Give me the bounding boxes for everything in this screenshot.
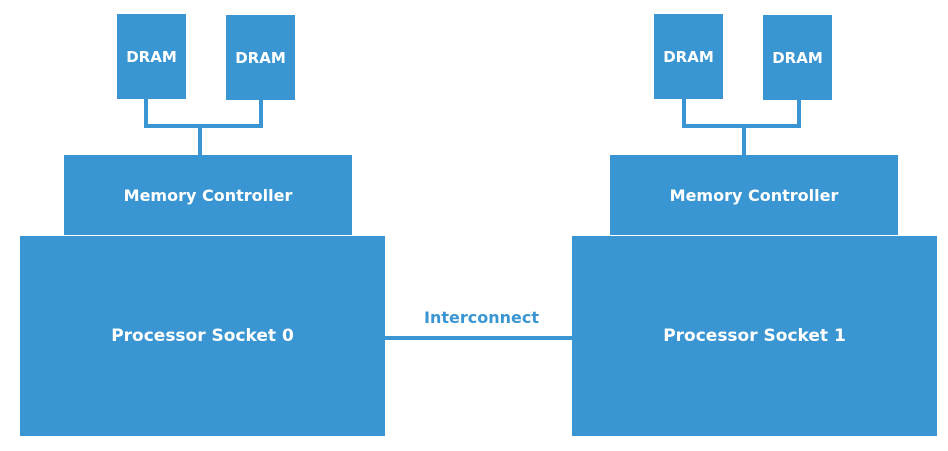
right-processor-socket: Processor Socket 1 (572, 236, 937, 436)
interconnect-label: Interconnect (424, 308, 539, 327)
right-dram-2: DRAM (763, 15, 832, 100)
right-processor-socket-label: Processor Socket 1 (663, 326, 846, 346)
left-dram-bus (144, 124, 263, 128)
left-processor-socket-label: Processor Socket 0 (111, 326, 294, 346)
left-dram-2-connector (259, 100, 263, 127)
left-processor-socket: Processor Socket 0 (20, 236, 385, 436)
right-dram-2-label: DRAM (772, 48, 823, 67)
left-dram-2-label: DRAM (235, 48, 286, 67)
left-dram-2: DRAM (226, 15, 295, 100)
right-dram-bus (682, 124, 801, 128)
right-bus-to-controller (742, 124, 746, 156)
left-dram-1-label: DRAM (126, 47, 177, 66)
right-memory-controller-label: Memory Controller (669, 185, 839, 205)
left-bus-to-controller (198, 124, 202, 156)
right-dram-1-label: DRAM (663, 47, 714, 66)
left-dram-1: DRAM (117, 14, 186, 99)
right-dram-1: DRAM (654, 14, 723, 99)
interconnect-line (385, 336, 572, 340)
right-memory-controller: Memory Controller (610, 155, 898, 235)
right-dram-2-connector (797, 100, 801, 127)
left-memory-controller-label: Memory Controller (123, 185, 293, 205)
left-dram-1-connector (144, 99, 148, 127)
right-dram-1-connector (682, 99, 686, 127)
left-memory-controller: Memory Controller (64, 155, 352, 235)
